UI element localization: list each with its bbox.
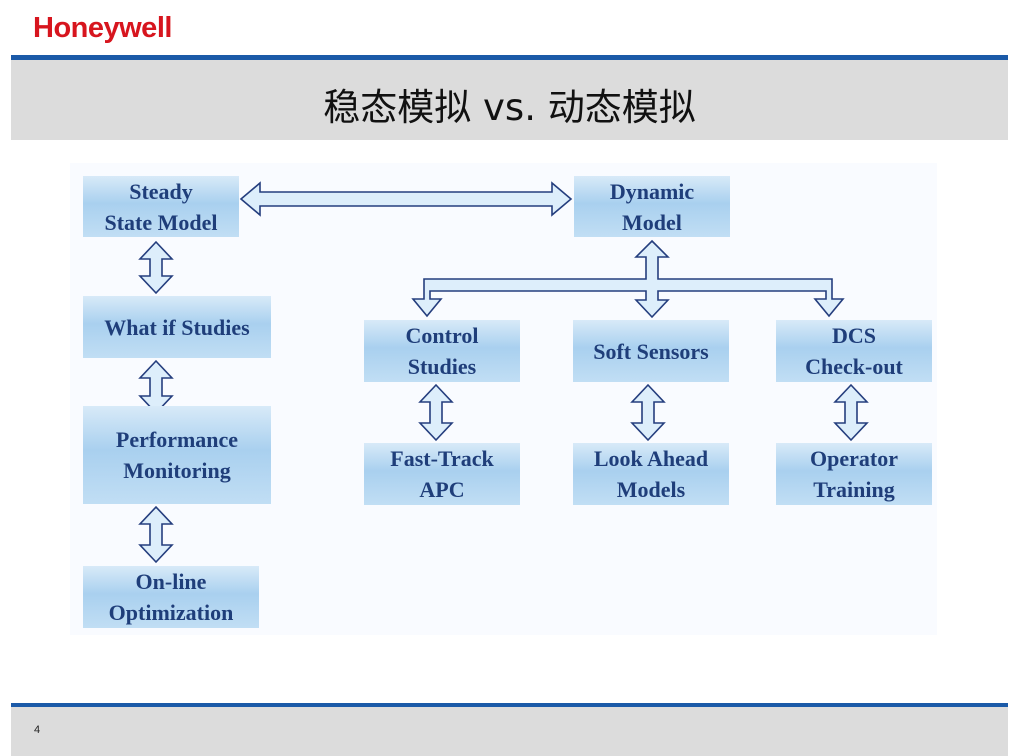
honeywell-logo: Honeywell — [33, 12, 172, 44]
node-steady-state-model: Steady State Model — [83, 176, 239, 237]
node-label: On-line Optimization — [108, 569, 234, 625]
node-label: Soft Sensors — [593, 338, 709, 364]
slide-title: 稳态模拟 vs. 动态模拟 — [323, 86, 696, 129]
node-look-ahead-models: Look Ahead Models — [573, 443, 729, 505]
title-band: 稳态模拟 vs. 动态模拟 — [11, 60, 1008, 140]
node-dcs-checkout: DCS Check-out — [776, 320, 932, 382]
node-dynamic-model: Dynamic Model — [574, 176, 730, 237]
node-label: What if Studies — [104, 314, 250, 340]
double-arrow-softsensors-lookahead — [630, 383, 666, 442]
double-arrow-performance-online — [138, 505, 174, 564]
footer-band: 4 — [11, 707, 1008, 756]
node-label: Steady State Model — [104, 178, 218, 235]
node-online-optimization: On-line Optimization — [83, 566, 259, 628]
node-soft-sensors: Soft Sensors — [573, 320, 729, 382]
node-operator-training: Operator Training — [776, 443, 932, 505]
node-label: DCS Check-out — [805, 323, 903, 379]
node-label: Fast-Track APC — [390, 446, 494, 502]
node-performance-monitoring: Performance Monitoring — [83, 406, 271, 504]
double-arrow-steady-whatif — [138, 240, 174, 295]
double-arrow-steady-dynamic — [239, 181, 573, 217]
diagram-area — [70, 163, 937, 635]
double-arrow-control-fasttrack — [418, 383, 454, 442]
page-number: 4 — [34, 724, 41, 736]
branch-arrow-dynamic-tree — [411, 239, 845, 319]
node-label: Look Ahead Models — [593, 446, 709, 502]
header-rule — [11, 55, 1008, 60]
node-label: Performance Monitoring — [115, 427, 239, 483]
node-control-studies: Control Studies — [364, 320, 520, 382]
node-label: Operator Training — [810, 446, 898, 502]
node-label: Dynamic Model — [609, 178, 695, 235]
node-fast-track-apc: Fast-Track APC — [364, 443, 520, 505]
node-what-if-studies: What if Studies — [83, 296, 271, 358]
node-label: Control Studies — [405, 323, 479, 379]
footer-rule — [11, 703, 1008, 707]
double-arrow-dcs-operator — [833, 383, 869, 442]
